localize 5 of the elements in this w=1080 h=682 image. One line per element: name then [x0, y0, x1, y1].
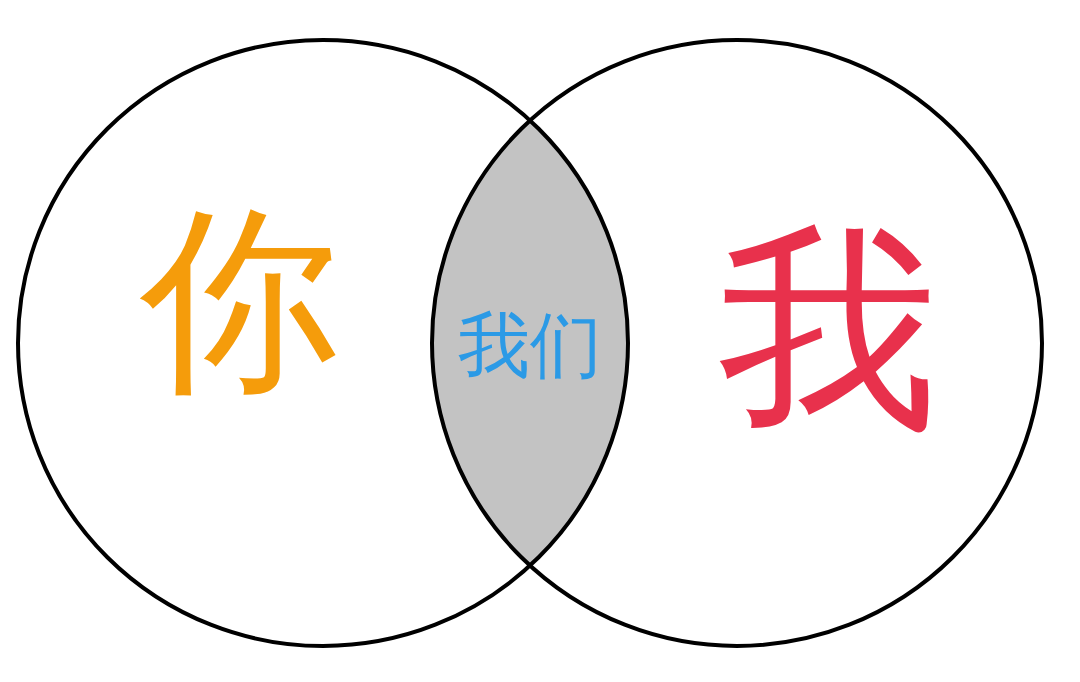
venn-circle	[430, 38, 1044, 648]
venn-label: 你	[140, 200, 340, 400]
venn-label: 我们	[458, 309, 602, 381]
venn-label: 我	[718, 220, 938, 440]
venn-circle	[16, 38, 630, 648]
